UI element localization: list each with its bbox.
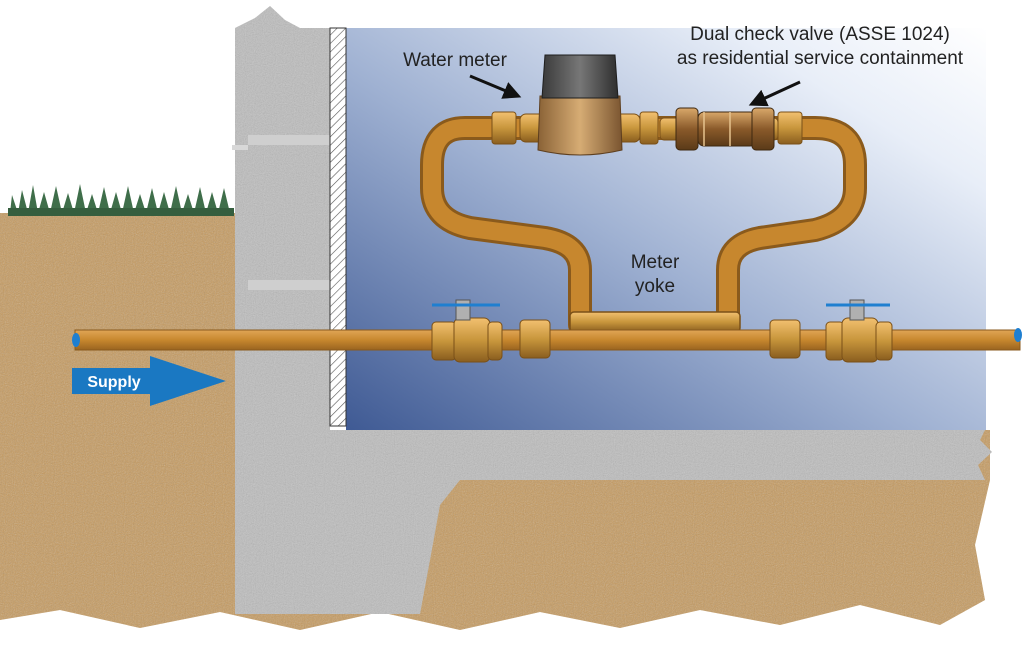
pointer-arrow-icon bbox=[748, 80, 801, 107]
water-meter-icon bbox=[519, 54, 641, 156]
dual-check-valve-label-line1: Dual check valve (ASSE 1024) bbox=[690, 24, 950, 45]
ball-valve-icon bbox=[825, 299, 893, 363]
pipe-end-left bbox=[72, 333, 80, 347]
dual-check-valve-label-line2: as residential service containment bbox=[677, 48, 964, 69]
upper-couplings bbox=[491, 111, 803, 145]
yoke-bar bbox=[569, 311, 741, 333]
grass bbox=[8, 184, 234, 216]
main-line-couplings bbox=[519, 319, 801, 359]
ball-valve-icon bbox=[431, 299, 503, 363]
concrete-foundation bbox=[232, 6, 992, 614]
pipe-end-right bbox=[1014, 328, 1022, 342]
wall-face-hatch bbox=[329, 27, 347, 427]
pointer-arrow-icon bbox=[469, 74, 522, 99]
meter-yoke-label-line1: Meter bbox=[631, 252, 680, 273]
supply-arrow: Supply bbox=[72, 356, 226, 406]
meter-yoke-label-line2: yoke bbox=[635, 276, 675, 297]
dual-check-valve-icon bbox=[659, 107, 779, 151]
water-meter-label: Water meter bbox=[403, 50, 507, 71]
supply-label: Supply bbox=[87, 374, 140, 391]
